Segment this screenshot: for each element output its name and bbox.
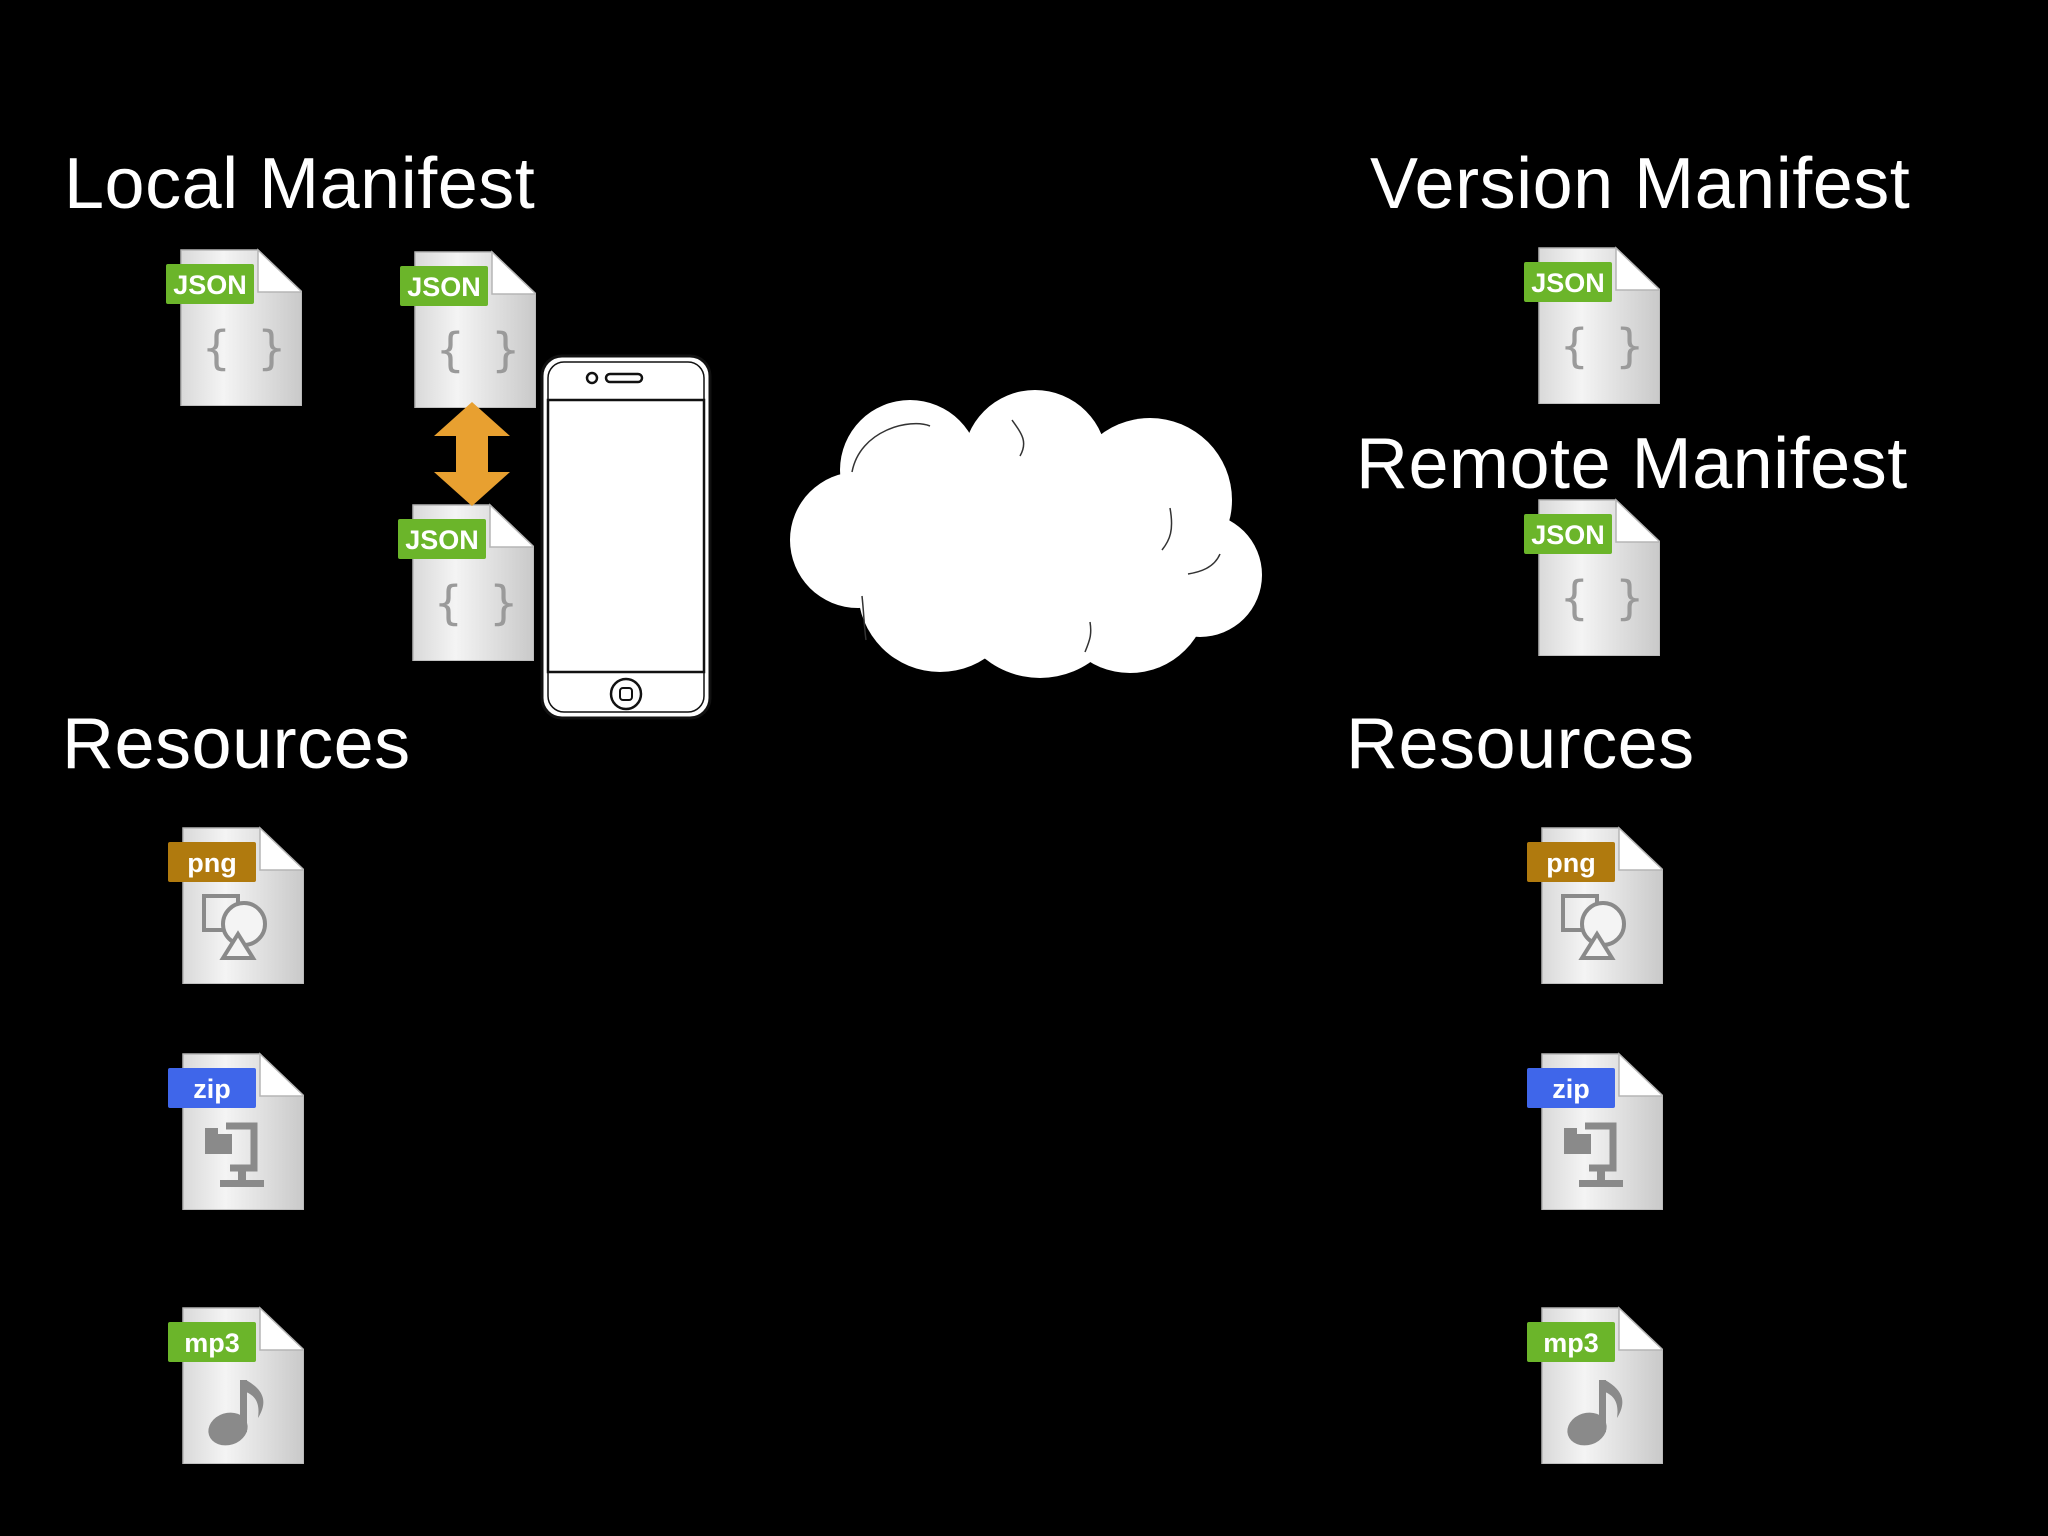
svg-text:{ }: { } bbox=[1560, 571, 1643, 625]
svg-text:JSON: JSON bbox=[1531, 520, 1605, 550]
remote-manifest-title: Remote Manifest bbox=[1356, 424, 1908, 504]
svg-text:{ }: { } bbox=[202, 321, 285, 375]
svg-text:png: png bbox=[1546, 848, 1595, 878]
svg-text:mp3: mp3 bbox=[1543, 1328, 1599, 1358]
json-file-icon: JSON { } bbox=[166, 248, 302, 406]
json-file-icon: JSON { } bbox=[400, 250, 536, 408]
remote-resources-title: Resources bbox=[1346, 704, 1695, 784]
smartphone-icon bbox=[540, 354, 712, 720]
png-file-icon: png bbox=[1527, 826, 1663, 984]
double-arrow-icon bbox=[434, 402, 510, 506]
svg-text:mp3: mp3 bbox=[184, 1328, 240, 1358]
local-manifest-title: Local Manifest bbox=[64, 144, 536, 224]
version-manifest-title: Version Manifest bbox=[1370, 144, 1911, 224]
json-file-icon: JSON { } bbox=[1524, 498, 1660, 656]
local-resources-title: Resources bbox=[62, 704, 411, 784]
svg-text:{ }: { } bbox=[436, 323, 519, 377]
svg-text:{ }: { } bbox=[434, 576, 517, 630]
json-file-icon: JSON { } bbox=[1524, 246, 1660, 404]
png-file-icon: png bbox=[168, 826, 304, 984]
svg-text:zip: zip bbox=[193, 1074, 231, 1104]
zip-file-icon: zip bbox=[1527, 1052, 1663, 1210]
svg-text:{ }: { } bbox=[1560, 319, 1643, 373]
mp3-file-icon: mp3 bbox=[168, 1306, 304, 1464]
svg-text:JSON: JSON bbox=[173, 270, 247, 300]
svg-text:zip: zip bbox=[1552, 1074, 1590, 1104]
cloud-icon bbox=[790, 390, 1262, 678]
svg-text:JSON: JSON bbox=[405, 525, 479, 555]
zip-file-icon: zip bbox=[168, 1052, 304, 1210]
svg-text:png: png bbox=[187, 848, 236, 878]
svg-text:JSON: JSON bbox=[407, 272, 481, 302]
json-file-icon: JSON { } bbox=[398, 503, 534, 661]
svg-text:JSON: JSON bbox=[1531, 268, 1605, 298]
mp3-file-icon: mp3 bbox=[1527, 1306, 1663, 1464]
